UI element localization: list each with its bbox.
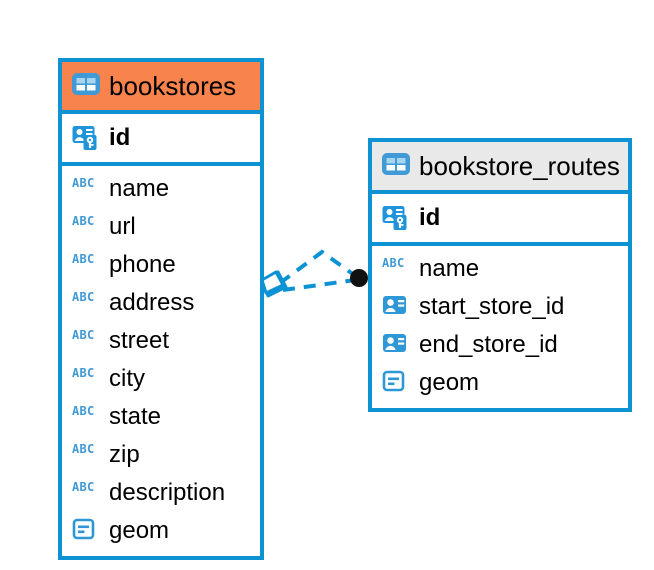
svg-text:ABC: ABC bbox=[72, 290, 95, 304]
field-name: street bbox=[109, 327, 170, 354]
field-name: geom bbox=[419, 369, 480, 396]
field-row-name[interactable]: ABC name bbox=[62, 170, 260, 208]
foreign-key-icon bbox=[382, 332, 410, 358]
field-row-zip[interactable]: ABC zip bbox=[62, 436, 260, 474]
geometry-field-icon bbox=[72, 518, 100, 544]
relationship-line-start-store-id[interactable] bbox=[278, 249, 359, 285]
field-name: geom bbox=[109, 517, 170, 544]
field-name: city bbox=[109, 365, 145, 392]
field-name: address bbox=[109, 289, 195, 316]
field-row-end-store-id[interactable]: end_store_id bbox=[372, 326, 628, 364]
text-field-icon: ABC bbox=[72, 366, 100, 392]
entity-header-bookstore-routes[interactable]: bookstore_routes bbox=[372, 142, 628, 190]
text-field-icon: ABC bbox=[72, 480, 100, 506]
text-field-icon: ABC bbox=[72, 214, 100, 240]
field-row-street[interactable]: ABC street bbox=[62, 322, 260, 360]
text-field-icon: ABC bbox=[72, 290, 100, 316]
primary-key-icon bbox=[72, 125, 100, 151]
field-row-city[interactable]: ABC city bbox=[62, 360, 260, 398]
svg-text:ABC: ABC bbox=[72, 366, 95, 380]
field-name: name bbox=[109, 175, 170, 202]
svg-text:ABC: ABC bbox=[72, 252, 95, 266]
svg-text:ABC: ABC bbox=[72, 328, 95, 342]
field-name: phone bbox=[109, 251, 176, 278]
svg-text:ABC: ABC bbox=[72, 480, 95, 494]
entity-bookstore-routes[interactable]: bookstore_routes bbox=[368, 138, 632, 412]
field-row-geom[interactable]: geom bbox=[62, 512, 260, 550]
field-row-start-store-id[interactable]: start_store_id bbox=[372, 288, 628, 326]
svg-text:ABC: ABC bbox=[72, 176, 95, 190]
table-icon bbox=[382, 153, 410, 179]
field-name: zip bbox=[109, 441, 140, 468]
entity-bookstores[interactable]: bookstores bbox=[58, 58, 264, 560]
text-field-icon: ABC bbox=[72, 176, 100, 202]
field-row-name[interactable]: ABC name bbox=[372, 250, 628, 288]
field-row-phone[interactable]: ABC phone bbox=[62, 246, 260, 284]
primary-key-icon bbox=[382, 205, 410, 231]
entity-title: bookstore_routes bbox=[419, 151, 620, 181]
field-row-description[interactable]: ABC description bbox=[62, 474, 260, 512]
field-name: id bbox=[419, 204, 441, 231]
text-field-icon: ABC bbox=[72, 404, 100, 430]
field-name: start_store_id bbox=[419, 293, 565, 320]
field-row-id[interactable]: id bbox=[372, 194, 628, 242]
table-icon bbox=[72, 73, 100, 99]
fields-section: ABC name ABC url ABC p bbox=[62, 166, 260, 556]
field-row-address[interactable]: ABC address bbox=[62, 284, 260, 322]
field-row-geom[interactable]: geom bbox=[372, 364, 628, 402]
field-name: state bbox=[109, 403, 162, 430]
field-name: url bbox=[109, 213, 136, 240]
text-field-icon: ABC bbox=[72, 442, 100, 468]
entity-title: bookstores bbox=[109, 71, 237, 101]
field-name: description bbox=[109, 479, 226, 506]
foreign-key-icon bbox=[382, 294, 410, 320]
svg-text:ABC: ABC bbox=[72, 214, 95, 228]
svg-text:ABC: ABC bbox=[72, 442, 95, 456]
relationship-source-diamond-icon[interactable] bbox=[260, 270, 288, 298]
entity-header-bookstores[interactable]: bookstores bbox=[62, 62, 260, 110]
primary-key-section: id bbox=[62, 110, 260, 166]
geometry-field-icon bbox=[382, 370, 410, 396]
field-row-id[interactable]: id bbox=[62, 114, 260, 162]
relationship-line-end-store-id[interactable] bbox=[282, 278, 356, 292]
text-field-icon: ABC bbox=[72, 252, 100, 278]
text-field-icon: ABC bbox=[382, 256, 410, 282]
field-name: name bbox=[419, 255, 480, 282]
field-name: end_store_id bbox=[419, 331, 558, 358]
field-name: id bbox=[109, 124, 131, 151]
svg-text:ABC: ABC bbox=[382, 256, 405, 270]
svg-text:ABC: ABC bbox=[72, 404, 95, 418]
primary-key-section: id bbox=[372, 190, 628, 246]
text-field-icon: ABC bbox=[72, 328, 100, 354]
field-row-url[interactable]: ABC url bbox=[62, 208, 260, 246]
relationship-target-circle-icon[interactable] bbox=[350, 269, 368, 287]
field-row-state[interactable]: ABC state bbox=[62, 398, 260, 436]
fields-section: ABC name start_store_id bbox=[372, 246, 628, 408]
